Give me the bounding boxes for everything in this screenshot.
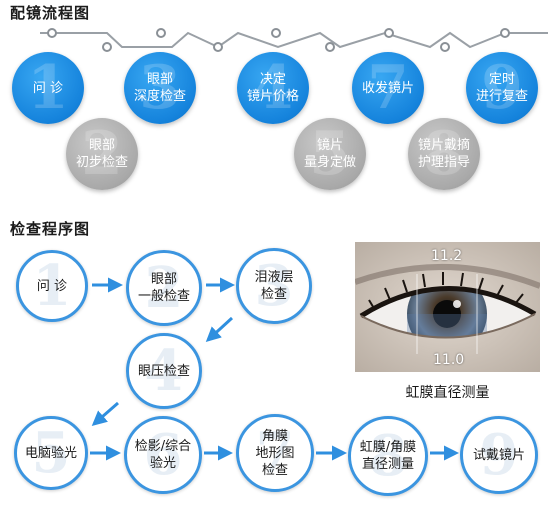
exam-step-general-eye-exam: 2 眼部 一般检查 [126,250,202,326]
timeline-node [156,28,166,38]
fitting-step-custom-lens: 5 镜片 量身定做 [294,118,366,190]
fitting-step-care-guidance: 8 镜片戴摘 护理指导 [408,118,480,190]
fitting-step-initial-eye-exam: 2 眼部 初步检查 [66,118,138,190]
iris-photo-caption: 虹膜直径测量 [405,385,490,401]
iris-bottom-value: 11.0 [433,352,465,368]
fitting-process-title: 配镜流程图 [10,4,91,22]
exam-step-consultation: 1 问 诊 [16,250,88,322]
exam-step-trial-lens: 9 试戴镜片 [460,416,538,494]
exam-step-diameter-measure: 8 虹膜/角膜 直径测量 [348,416,428,496]
iris-photo: 11.2 11.0 [355,242,540,372]
timeline-node [384,28,394,38]
timeline-node [440,42,450,52]
eye-illustration [355,242,540,372]
timeline-node [213,42,223,52]
timeline-node [271,28,281,38]
exam-step-auto-refraction: 5 电脑验光 [14,416,88,490]
exam-step-retinoscopy: 6 检影/综合 验光 [124,416,202,494]
fitting-step-consultation: 1 问 诊 [12,52,84,124]
iris-top-value: 11.2 [431,248,463,264]
arrow-down-left [205,316,234,343]
timeline-node [102,42,112,52]
fitting-step-deep-eye-exam: 3 眼部 深度检查 [124,52,196,124]
timeline-node [500,28,510,38]
exam-step-iop: 4 眼压检查 [126,333,202,409]
timeline-node [47,28,57,38]
fitting-step-lens-price: 4 决定 镜片价格 [237,52,309,124]
exam-process-title: 检查程序图 [10,220,91,238]
timeline-node [325,42,335,52]
fitting-step-regular-review: 9 定时 进行复查 [466,52,538,124]
fitting-timeline [40,28,548,52]
exam-step-tear-film: 3 泪液层 检查 [236,248,312,324]
arrow-down-left [91,401,119,426]
fitting-step-lens-delivery: 7 收发镜片 [352,52,424,124]
exam-step-corneal-topography: 7 角膜 地形图 检查 [236,414,314,492]
